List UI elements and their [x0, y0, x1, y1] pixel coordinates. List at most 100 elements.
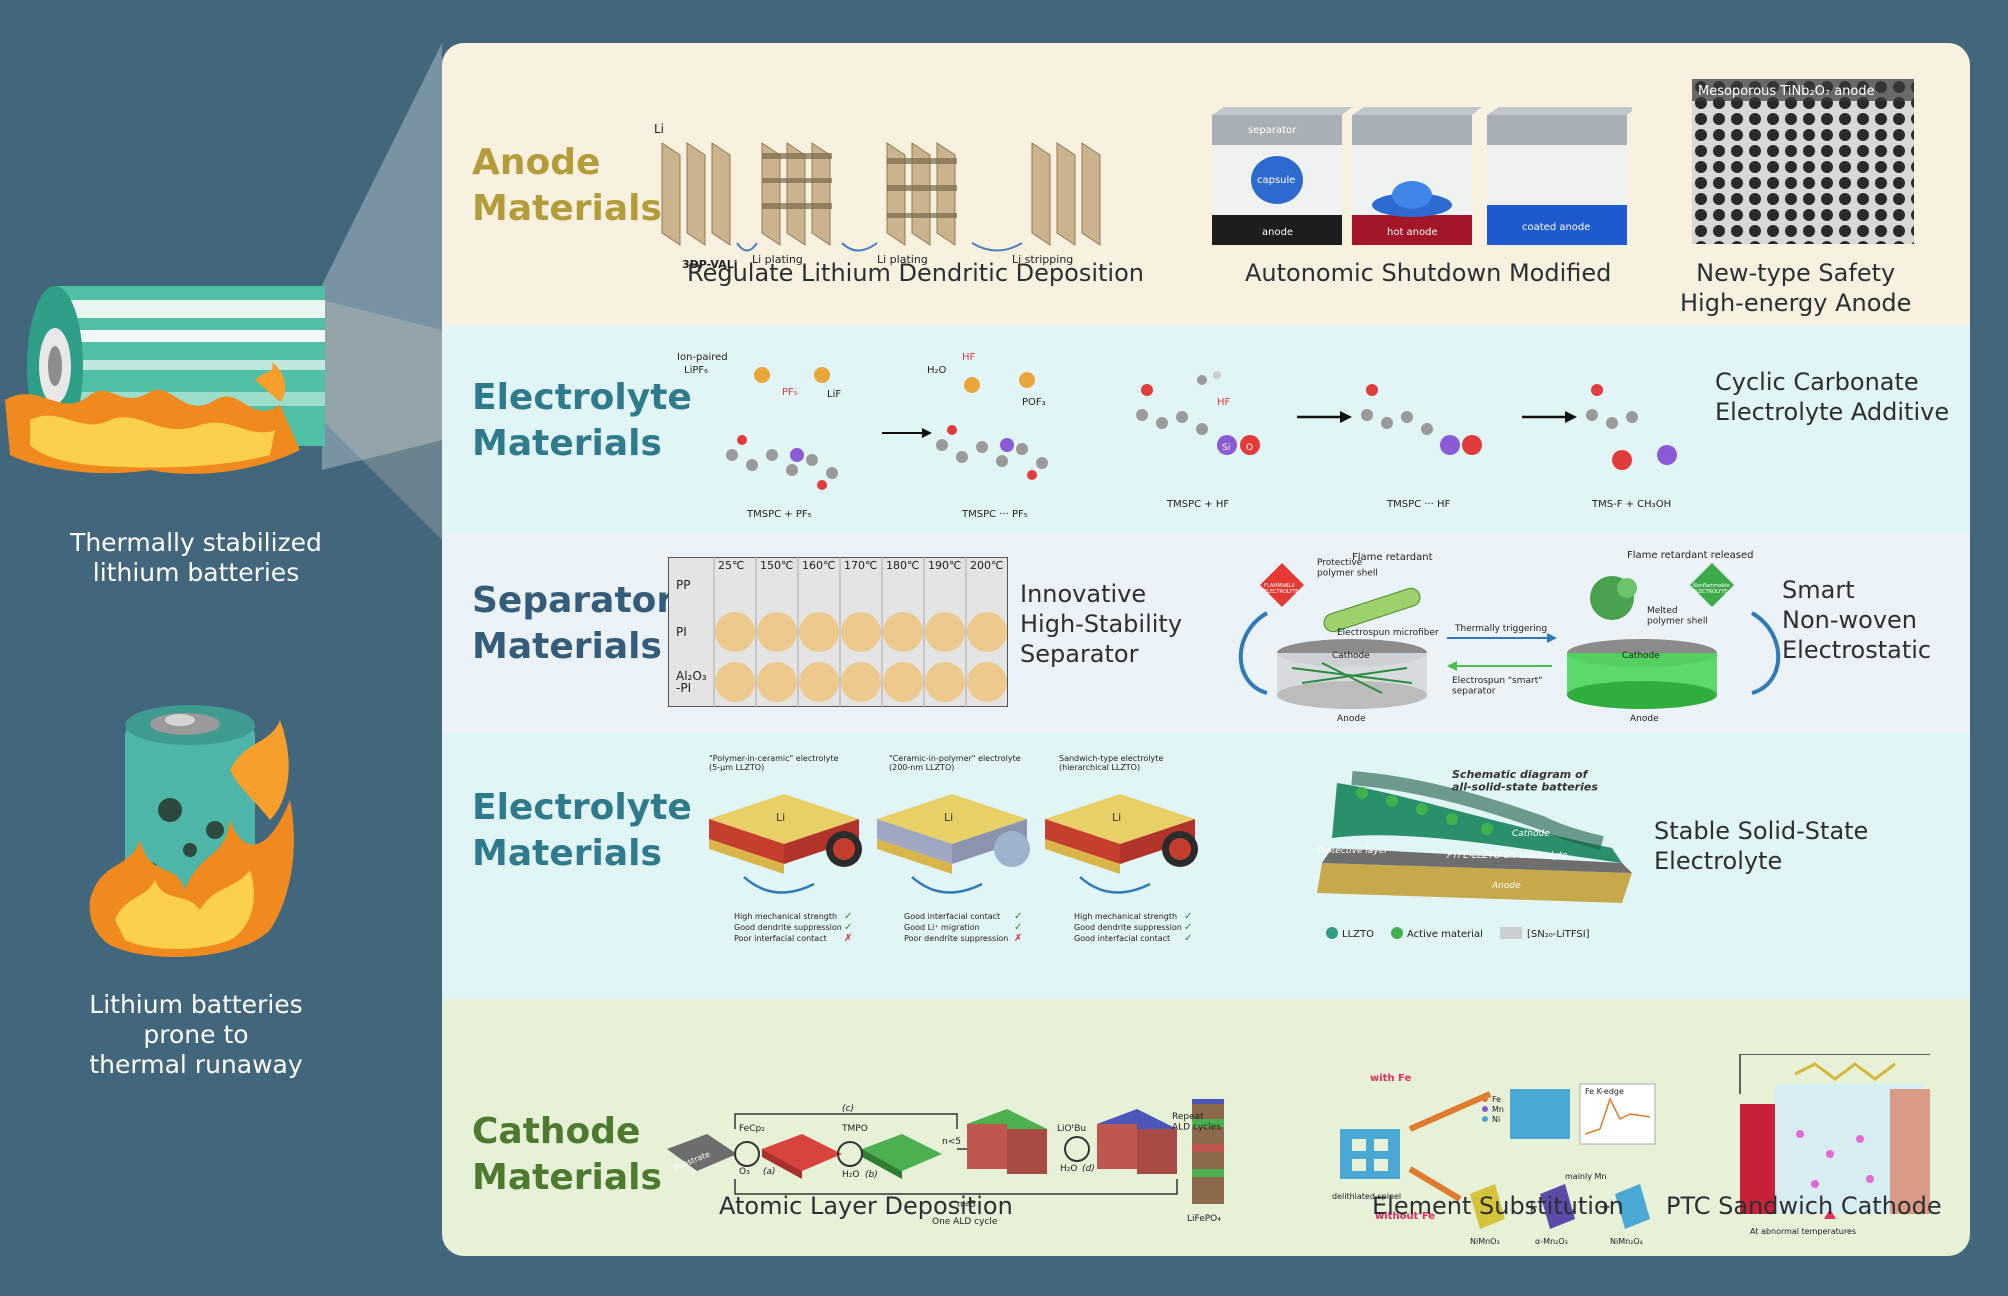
li-label-1: Li [776, 811, 785, 824]
microfiber-label: Electrospun microfiber [1337, 628, 1439, 638]
temp-header: 25℃ [718, 559, 744, 572]
h2o-label: H₂O [927, 365, 947, 376]
separator-label: separator [1248, 125, 1297, 136]
projection-beam-2 [322, 300, 442, 540]
caption-runaway: Lithium batteries prone to thermal runaw… [36, 990, 356, 1080]
check-icon: ✓ [844, 911, 852, 922]
temp-header: 170℃ [844, 559, 877, 572]
type-1-label: "Polymer-in-ceramic" electrolyte(5-μm LL… [709, 754, 838, 772]
sample-disc [967, 662, 1007, 702]
electrolyte-caption-1: Cyclic Carbonate Electrolyte Additive [1715, 368, 1950, 426]
sample-disc [841, 612, 881, 652]
slab-2 [877, 794, 1030, 874]
check-icon: ✓ [1014, 911, 1022, 922]
cathode-band: Cathode Materials [442, 999, 1970, 1256]
stripping-label: Li stripping [1012, 253, 1073, 266]
ald-step-d [1097, 1109, 1177, 1174]
li-label: Li [654, 123, 664, 136]
cross-icon: ✗ [844, 933, 852, 944]
tmsf-label: TMS-F + CH₃OH [1591, 499, 1671, 510]
cathode-label-2: Cathode [1622, 651, 1660, 661]
property-label: Good dendrite suppression [734, 923, 842, 932]
props-list-1: High mechanical strength ✓Good dendrite s… [734, 911, 852, 944]
electrolyte-solid-band: Electrolyte Materials [442, 733, 1970, 999]
lipf6-label: LiPF₆ [684, 365, 708, 376]
cross-icon: ✗ [1014, 933, 1022, 944]
li-label-3: Li [1112, 811, 1121, 824]
type-3-label: Sandwich-type electrolyte(hierarchical L… [1059, 754, 1163, 772]
projection-beam [322, 43, 442, 470]
property-label: Poor dendrite suppression [904, 934, 1008, 943]
row-label: PP [676, 578, 690, 592]
check-icon: ✓ [1014, 922, 1022, 933]
sample-disc [799, 662, 839, 702]
cathode-label-1: Cathode [1332, 651, 1370, 661]
plating-label-2: Li plating [877, 253, 928, 266]
cube-separator-1 [1212, 107, 1352, 245]
step-c-label: (c) [842, 1104, 854, 1114]
row-label: PI [676, 625, 687, 639]
anode-caption-2: Autonomic Shutdown Modified [1245, 259, 1612, 287]
ion-paired-label: Ion-paired [677, 352, 728, 363]
disk-1 [1277, 639, 1427, 709]
anode-band: Anode Materials [442, 43, 1970, 325]
temp-header: 180℃ [886, 559, 919, 572]
vali-label: 3DP-VALi [682, 258, 737, 271]
released-label: Flame retardant released [1627, 550, 1753, 561]
check-icon: ✓ [1184, 911, 1192, 922]
property-label: High mechanical strength [1074, 912, 1177, 921]
o-label: O [1246, 443, 1253, 453]
triggering-label: Thermally triggering [1454, 624, 1547, 634]
mainly-mn-label: mainly Mn [1565, 1172, 1606, 1181]
protective-layer-label: Protective layer [1317, 846, 1389, 856]
sample-disc [883, 662, 923, 702]
ald-figure: Substrate FeCp₂ O₃ (a) TMPO H₂O (b) (c) … [667, 1099, 1227, 1249]
cathode-label: Cathode [1512, 829, 1550, 839]
caption-stabilized-text: Thermally stabilized lithium batteries [70, 528, 322, 587]
sample-disc [967, 612, 1007, 652]
fe-kedge-label: Fe K-edge [1585, 1087, 1624, 1096]
cube-separator-2 [1352, 107, 1482, 245]
sn-label: [SN₂₀-LiTFSI] [1527, 929, 1590, 940]
n-less-5-label: n<5 [942, 1137, 961, 1147]
ald-tower [1192, 1099, 1224, 1204]
property-label: Good dendrite suppression [1074, 923, 1182, 932]
shutdown-figure: separator capsule anode hot anode coated… [1212, 105, 1632, 250]
capsule-label: capsule [1257, 175, 1295, 186]
active-label: Active material [1407, 929, 1483, 940]
runaway-flame-icon [89, 720, 294, 957]
sample-disc [883, 612, 923, 652]
left-illustrations [5, 43, 442, 957]
caption-runaway-text: Lithium batteries prone to thermal runaw… [89, 990, 303, 1079]
materials-panel: Anode Materials [442, 43, 1970, 1256]
plus-1: + [1525, 1197, 1538, 1216]
property-label: Good Li⁺ migration [904, 923, 980, 932]
li-label-2: Li [944, 811, 953, 824]
without-fe-label: without Fe [1375, 1211, 1435, 1222]
anode-caption-1: Regulate Lithium Dendritic Deposition [687, 259, 1144, 287]
ald-step-b [862, 1134, 942, 1179]
cathode-caption-2: Element Substitution [1372, 1192, 1624, 1220]
anode-label-solid: Anode [1491, 881, 1521, 891]
row-label: Al₂O₃ [676, 669, 707, 683]
tmspc-pf5-label: TMSPC + PF₅ [746, 509, 812, 520]
row-label: -PI [676, 681, 691, 695]
sample-disc [715, 662, 755, 702]
temp-header: 200℃ [970, 559, 1003, 572]
coated-anode-label: coated anode [1522, 222, 1590, 233]
separator-caption-1: Innovative High-Stability Separator [1020, 580, 1183, 668]
sample-disc [757, 612, 797, 652]
llzto-label: LLZTO [1342, 929, 1374, 940]
nimno3-label: NiMnO₃ [1470, 1237, 1500, 1246]
disk-2 [1567, 639, 1717, 709]
property-label: High mechanical strength [734, 912, 837, 921]
slab-3 [1045, 794, 1198, 874]
props-list-2: Good interfacial contact✓Good Li⁺ migrat… [904, 911, 1022, 944]
temp-header: 190℃ [928, 559, 961, 572]
